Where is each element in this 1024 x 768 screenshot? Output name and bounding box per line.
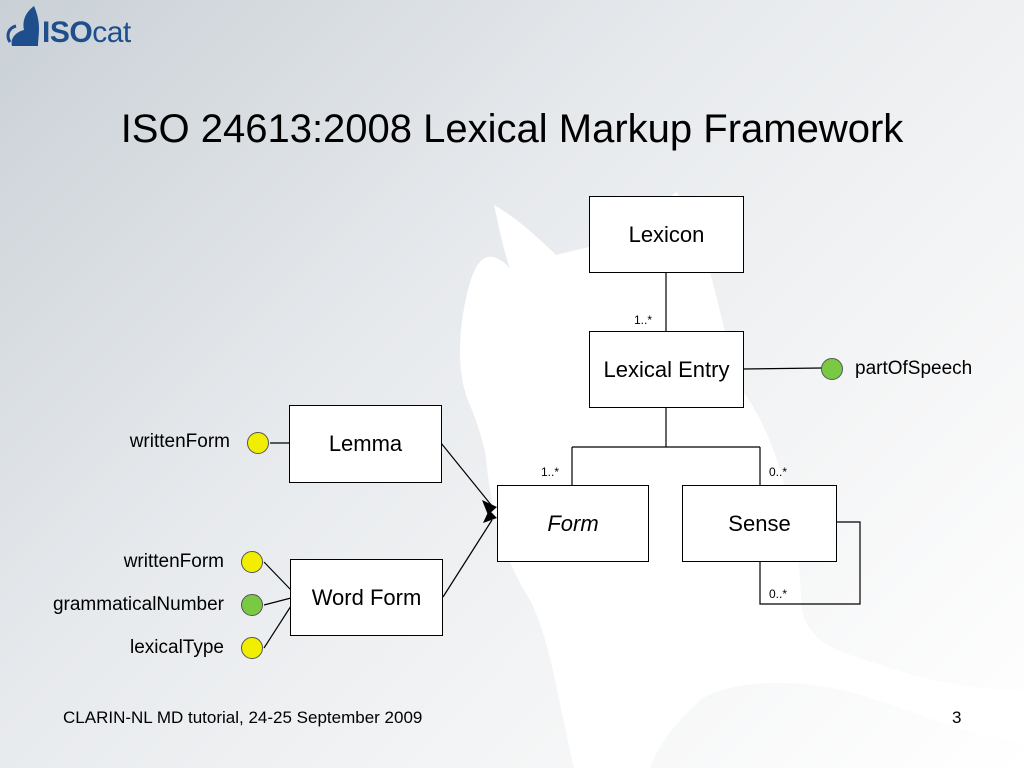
logo-wordmark: ISOcat: [42, 16, 131, 50]
lemma-box: Lemma: [289, 405, 442, 483]
sense-self-loop: [759, 521, 861, 605]
form-box: Form: [497, 485, 649, 562]
mult-lexicon-entry: 1..*: [634, 313, 653, 327]
green-dot-icon: [241, 594, 263, 616]
wf-written-line: [263, 561, 292, 591]
attr-part-of-speech: partOfSpeech: [855, 358, 973, 379]
sense-box: Sense: [682, 485, 837, 562]
lexicon-box: Lexicon: [589, 196, 744, 273]
footer-text: CLARIN-NL MD tutorial, 24-25 September 2…: [63, 708, 423, 727]
yellow-dot-icon: [247, 432, 269, 454]
word-form-box: Word Form: [290, 559, 443, 636]
yellow-dot-icon: [241, 637, 263, 659]
attr-wordform-written-form: writtenForm: [123, 551, 224, 572]
logo-cat: cat: [92, 16, 131, 49]
isocat-logo: ISOcat: [4, 2, 136, 54]
wordform-form-line: [442, 519, 493, 598]
yellow-dot-icon: [241, 551, 263, 573]
slide-title: ISO 24613:2008 Lexical Markup Framework: [120, 107, 904, 151]
mult-sense-self: 0..*: [769, 587, 788, 601]
page-number: 3: [952, 708, 962, 727]
mult-entry-sense: 0..*: [769, 465, 788, 479]
arrowhead-lemma-icon: [482, 500, 497, 515]
attr-lexical-type: lexicalType: [130, 637, 224, 658]
attr-lemma-written-form: writtenForm: [129, 431, 230, 452]
mult-entry-form: 1..*: [541, 465, 560, 479]
attr-grammatical-number: grammaticalNumber: [52, 594, 224, 615]
arrowhead-wordform-icon: [483, 510, 497, 523]
lexical-entry-box: Lexical Entry: [589, 331, 744, 408]
cat-logo-icon: [6, 6, 39, 46]
wf-number-line: [263, 597, 292, 606]
entry-pos-line: [742, 367, 823, 370]
lemma-form-line: [440, 442, 493, 507]
green-dot-icon: [821, 358, 843, 380]
logo-iso: ISO: [42, 16, 93, 49]
wf-type-line: [263, 605, 292, 649]
